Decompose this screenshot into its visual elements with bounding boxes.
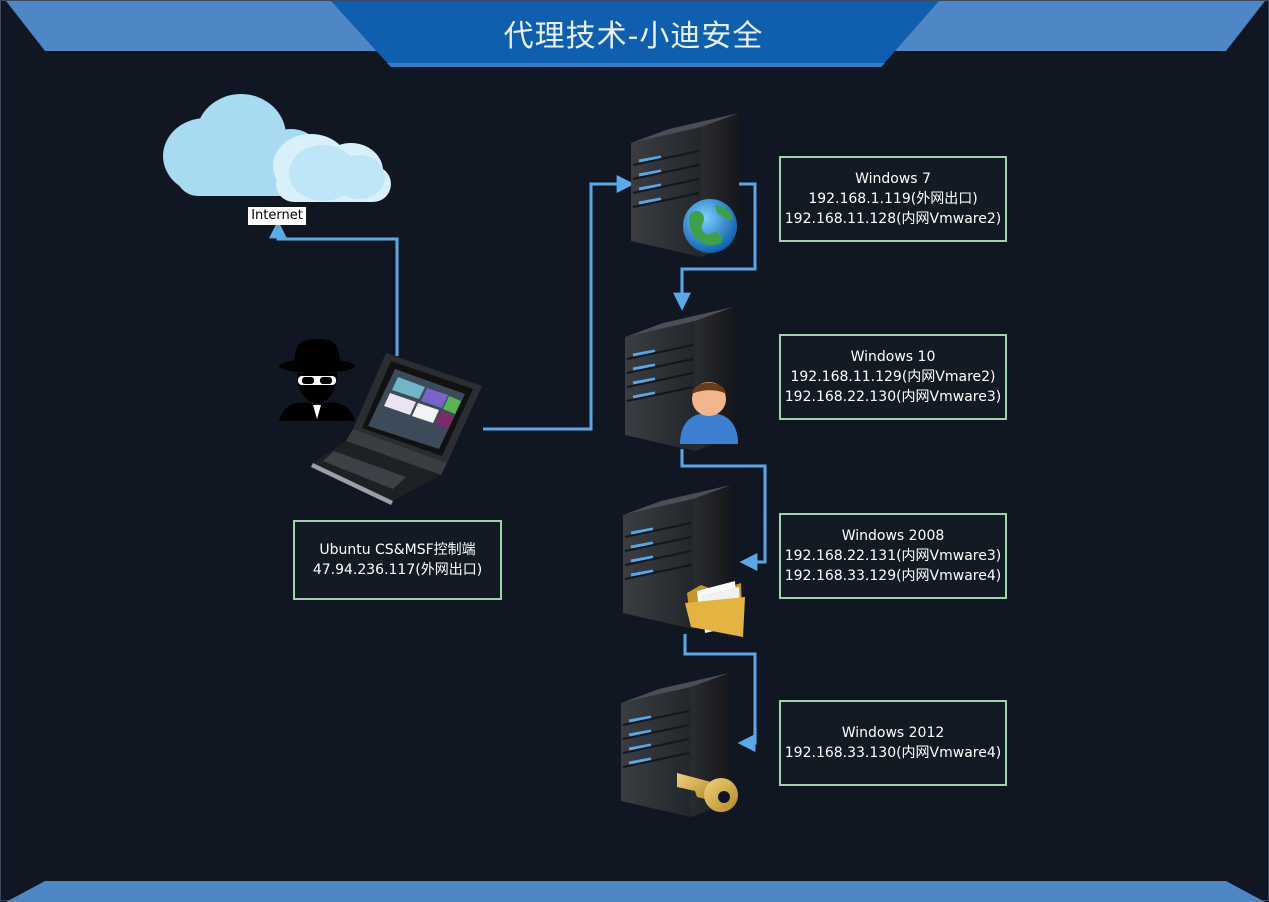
host-ip: 192.168.22.130(内网Vmware3) bbox=[784, 389, 1002, 405]
top-banner bbox=[6, 1, 1265, 67]
controller-ip: 47.94.236.117(外网出口) bbox=[312, 562, 483, 578]
laptop-icon bbox=[311, 353, 482, 505]
bottom-banner bbox=[6, 881, 1265, 902]
controller-name: Ubuntu CS&MSF控制端 bbox=[319, 542, 476, 558]
host-info-box-win2012: Windows 2012 192.168.33.130(内网Vmware4) bbox=[779, 700, 1007, 786]
host-name: Windows 2012 bbox=[841, 725, 945, 741]
host-ip: 192.168.33.130(内网Vmware4) bbox=[784, 745, 1002, 761]
page-title: 代理技术-小迪安全 bbox=[503, 19, 764, 54]
host-ip: 192.168.11.128(内网Vmware2) bbox=[784, 211, 1002, 227]
connector-laptop-internet bbox=[269, 220, 399, 356]
host-ip: 192.168.1.119(外网出口) bbox=[808, 191, 978, 207]
connector-win7-win10 bbox=[673, 182, 757, 311]
connector-win10-win2008 bbox=[680, 449, 767, 571]
host-info-box-win10: Windows 10 192.168.11.129(内网Vmare2) 192.… bbox=[779, 334, 1007, 420]
controller-info-box: Ubuntu CS&MSF控制端 47.94.236.117(外网出口) bbox=[293, 520, 502, 600]
globe-icon bbox=[683, 199, 737, 253]
host-ip: 192.168.11.129(内网Vmare2) bbox=[790, 369, 996, 385]
internet-label: Internet bbox=[248, 207, 306, 225]
host-name: Windows 2008 bbox=[841, 528, 945, 544]
cloud-icon bbox=[163, 94, 391, 202]
server-win10-icon bbox=[625, 307, 733, 451]
hacker-icon bbox=[279, 339, 355, 421]
key-icon bbox=[677, 773, 738, 812]
host-ip: 192.168.22.131(内网Vmware3) bbox=[784, 548, 1002, 564]
connectors bbox=[269, 175, 767, 752]
host-ip: 192.168.33.129(内网Vmware4) bbox=[784, 568, 1002, 584]
folder-icon bbox=[685, 581, 745, 637]
host-info-box-win2008: Windows 2008 192.168.22.131(内网Vmware3) 1… bbox=[779, 513, 1007, 599]
host-name: Windows 10 bbox=[850, 349, 936, 365]
host-name: Windows 7 bbox=[855, 171, 931, 187]
user-icon bbox=[680, 382, 738, 444]
connector-laptop-win7 bbox=[483, 175, 635, 431]
connector-win2008-win2012 bbox=[683, 634, 757, 752]
host-info-box-win7: Windows 7 192.168.1.119(外网出口) 192.168.11… bbox=[779, 156, 1007, 242]
